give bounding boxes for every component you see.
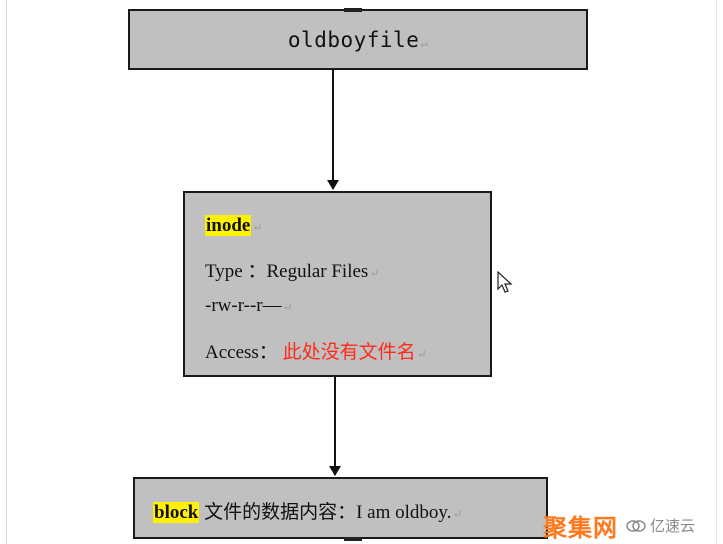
block-box: block 文件的数据内容：I am oldboy.↵ [133,477,548,539]
page-right-edge [716,0,717,544]
file-name-box: oldboyfile↵ [128,9,588,70]
cloud-logo-icon [626,519,646,532]
access-value: 此处没有文件名 [282,342,416,363]
mouse-pointer-icon [497,271,513,293]
block-content-line: block 文件的数据内容：I am oldboy.↵ [153,502,463,523]
watermark-brand: 聚集网 [543,514,618,542]
inode-box: inode↵ Type ：Regular Files↵ -rw-r--r—↵ A… [183,191,492,377]
inode-title: inode [205,215,252,236]
file-name-text: oldboyfile↵ [287,27,429,52]
block-content: 文件的数据内容：I am oldboy. [204,502,452,523]
block-title: block [153,502,200,523]
watermark-site: 亿速云 [626,515,695,536]
inode-title-line: inode↵ [205,215,263,236]
top-resize-handle[interactable] [344,8,362,12]
inode-type-line: Type ：Regular Files↵ [205,261,380,282]
page-left-edge [6,0,7,544]
inode-permission-line: -rw-r--r—↵ [205,295,293,316]
inode-access-line: Access： 此处没有文件名↵ [205,342,427,363]
watermark: 聚集网 亿速云 [543,508,695,543]
bottom-resize-handle[interactable] [344,537,362,541]
